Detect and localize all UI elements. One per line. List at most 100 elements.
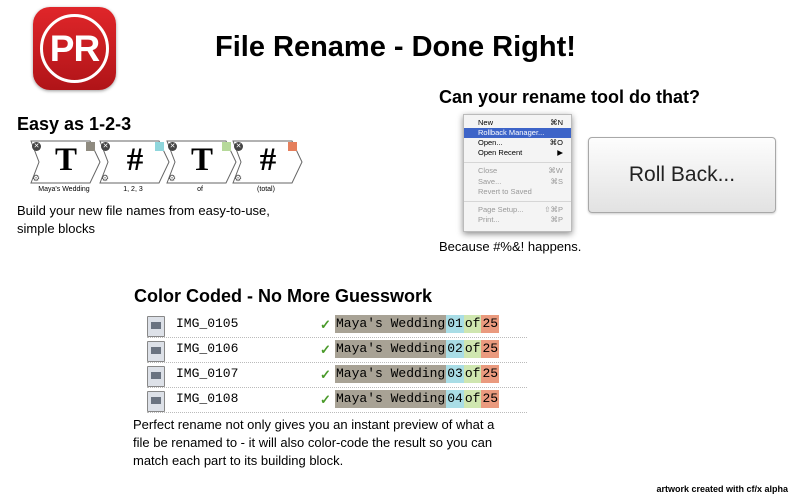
preview-number-part: 03 — [446, 365, 464, 383]
number-block[interactable]: ✕ ⚙ # — [232, 140, 304, 184]
preview-total-part: 25 — [481, 390, 500, 408]
preview-number-part: 04 — [446, 390, 464, 408]
renamed-preview: Maya's Wedding 04 of 25 — [335, 390, 500, 408]
checkmark-icon: ✓ — [320, 367, 331, 382]
menu-item-label: Close — [478, 166, 498, 175]
file-row[interactable]: IMG_0106 ✓ Maya's Wedding 02 of 25 — [147, 338, 527, 363]
gear-icon[interactable]: ⚙ — [168, 173, 177, 183]
menu-item-label: Rollback Manager... — [478, 128, 545, 137]
file-row[interactable]: IMG_0107 ✓ Maya's Wedding 03 of 25 — [147, 363, 527, 388]
color-description-line: Perfect rename not only gives you an ins… — [133, 417, 495, 432]
close-icon[interactable]: ✕ — [32, 142, 41, 151]
menu-item-page-setup[interactable]: Page Setup... ⇧⌘P — [464, 205, 571, 215]
color-tab — [155, 142, 164, 151]
checkmark-icon: ✓ — [320, 392, 331, 407]
block-label: Maya's Wedding — [38, 186, 90, 193]
menu-separator — [464, 162, 571, 163]
menu-item-label: Print... — [478, 215, 500, 224]
menu-item-new[interactable]: New ⌘N — [464, 118, 571, 128]
menu-item-open-recent[interactable]: Open Recent ▶ — [464, 148, 571, 158]
menu-item-shortcut: ⌘W — [548, 166, 563, 175]
color-tab — [86, 142, 95, 151]
original-filename: IMG_0108 — [176, 391, 239, 406]
block-shape — [232, 140, 303, 184]
renamed-preview: Maya's Wedding 02 of 25 — [335, 340, 500, 358]
logo-text: PR — [49, 27, 100, 69]
menu-item-rollback-manager[interactable]: Rollback Manager... — [464, 128, 571, 138]
easy-description: Build your new file names from easy-to-u… — [17, 202, 270, 238]
easy-heading: Easy as 1-2-3 — [17, 114, 132, 134]
preview-number-part: 01 — [446, 315, 464, 333]
gear-icon[interactable]: ⚙ — [234, 173, 243, 183]
gear-icon[interactable]: ⚙ — [101, 173, 110, 183]
color-tab — [288, 142, 297, 151]
file-row[interactable]: IMG_0108 ✓ Maya's Wedding 04 of 25 — [147, 388, 527, 413]
original-filename: IMG_0106 — [176, 341, 239, 356]
checkmark-icon: ✓ — [320, 317, 331, 332]
menu-separator — [464, 201, 571, 202]
menu-item-print[interactable]: Print... ⌘P — [464, 215, 571, 225]
footer-credit: artwork created with cf/x alpha — [656, 484, 788, 494]
close-icon[interactable]: ✕ — [101, 142, 110, 151]
file-menu: New ⌘N Rollback Manager... Open... ⌘O Op… — [463, 114, 572, 232]
block-shape — [166, 140, 237, 184]
rollback-caption: Because #%&! happens. — [439, 239, 582, 254]
easy-description-line: Build your new file names from easy-to-u… — [17, 203, 270, 218]
text-block[interactable]: ✕ ⚙ T — [166, 140, 238, 184]
menu-item-shortcut: ⇧⌘P — [544, 205, 563, 214]
menu-item-shortcut: ⌘S — [550, 177, 563, 186]
preview-text-part: Maya's Wedding — [335, 365, 447, 383]
menu-item-shortcut: ⌘P — [550, 215, 563, 224]
menu-item-label: Open Recent — [478, 148, 523, 157]
easy-description-line: simple blocks — [17, 221, 96, 236]
menu-item-label: Page Setup... — [478, 205, 524, 214]
renamed-preview: Maya's Wedding 03 of 25 — [335, 365, 500, 383]
color-tab — [222, 142, 231, 151]
block-label: (total) — [257, 186, 275, 193]
color-description: Perfect rename not only gives you an ins… — [133, 416, 494, 470]
menu-item-label: Save... — [478, 177, 502, 186]
menu-item-shortcut: ⌘N — [550, 118, 563, 127]
block-label: 1, 2, 3 — [123, 186, 143, 193]
menu-item-save[interactable]: Save... ⌘S — [464, 177, 571, 187]
preview-number-part: 02 — [446, 340, 464, 358]
color-description-line: match each part to its building block. — [133, 453, 344, 468]
submenu-arrow-icon: ▶ — [557, 148, 563, 157]
preview-of-part: of — [463, 315, 482, 333]
preview-text-part: Maya's Wedding — [335, 315, 447, 333]
image-file-icon — [147, 316, 165, 337]
menu-item-label: New — [478, 118, 494, 127]
rollback-heading: Can your rename tool do that? — [439, 87, 701, 107]
file-row[interactable]: IMG_0105 ✓ Maya's Wedding 01 of 25 — [147, 313, 527, 338]
color-heading: Color Coded - No More Guesswork — [134, 286, 433, 306]
preview-total-part: 25 — [481, 365, 500, 383]
roll-back-button[interactable]: Roll Back... — [588, 137, 776, 213]
close-icon[interactable]: ✕ — [234, 142, 243, 151]
number-glyph: # — [126, 142, 144, 178]
number-block[interactable]: ✕ ⚙ # — [99, 140, 171, 184]
number-glyph: # — [259, 142, 277, 178]
menu-item-label: Open... — [478, 138, 503, 147]
page-title: File Rename - Done Right! — [215, 31, 576, 63]
close-icon[interactable]: ✕ — [168, 142, 177, 151]
menu-item-shortcut: ⌘O — [549, 138, 563, 147]
menu-item-label: Revert to Saved — [478, 187, 532, 196]
preview-of-part: of — [463, 365, 482, 383]
menu-item-close[interactable]: Close ⌘W — [464, 166, 571, 176]
original-filename: IMG_0105 — [176, 316, 239, 331]
preview-text-part: Maya's Wedding — [335, 390, 447, 408]
menu-item-revert[interactable]: Revert to Saved — [464, 187, 571, 197]
logo-ring: PR — [40, 14, 109, 83]
menu-item-open[interactable]: Open... ⌘O — [464, 138, 571, 148]
preview-total-part: 25 — [481, 340, 500, 358]
image-file-icon — [147, 391, 165, 412]
preview-text-part: Maya's Wedding — [335, 340, 447, 358]
text-block[interactable]: ✕ ⚙ T — [30, 140, 102, 184]
checkmark-icon: ✓ — [320, 342, 331, 357]
block-shape — [99, 140, 170, 184]
renamed-preview: Maya's Wedding 01 of 25 — [335, 315, 500, 333]
image-file-icon — [147, 366, 165, 387]
preview-of-part: of — [463, 340, 482, 358]
gear-icon[interactable]: ⚙ — [32, 173, 41, 183]
preview-of-part: of — [463, 390, 482, 408]
